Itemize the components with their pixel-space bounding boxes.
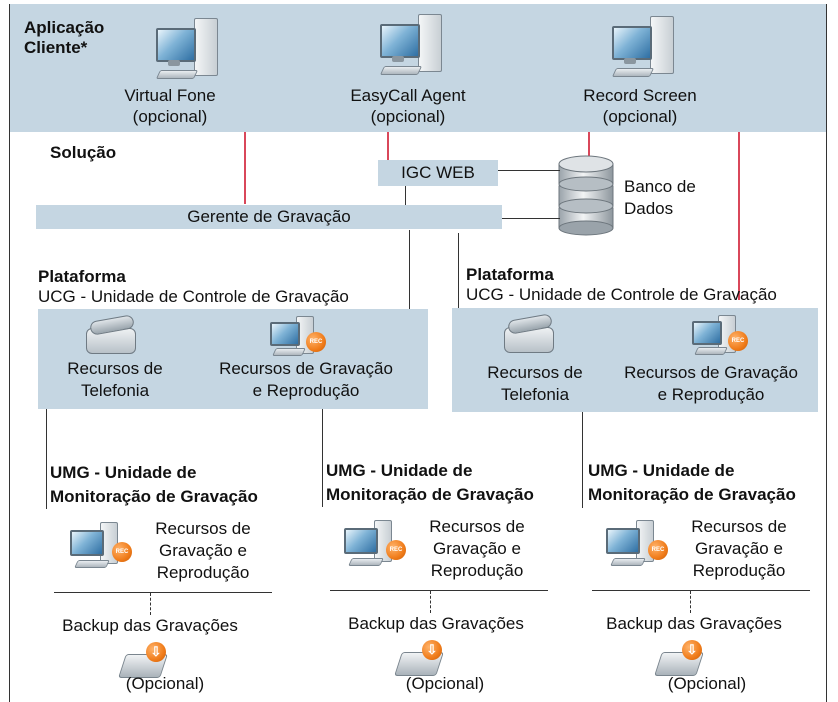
recording-computer-icon: REC: [340, 518, 410, 568]
client-title: Aplicação Cliente*: [24, 18, 105, 57]
client-app-name: EasyCall Agent: [350, 86, 466, 105]
connector-line: [244, 132, 246, 204]
database-icon: [556, 152, 616, 236]
client-app-name: Virtual Fone: [124, 86, 216, 105]
page-border: [826, 4, 827, 702]
recording-resources-label: Recursos de Gravação e Reprodução: [624, 363, 798, 404]
platform-subtitle: UCG - Unidade de Controle de Gravação: [466, 285, 777, 304]
umg-resources-label: Recursos de Gravação e Reprodução: [155, 519, 251, 582]
umg-resources-label: Recursos de Gravação e Reprodução: [691, 517, 787, 580]
telephony-resources-label: Recursos de Telefonia: [67, 359, 163, 400]
backup-disk-icon: ⇩: [392, 638, 452, 678]
client-app-note: (opcional): [132, 107, 208, 126]
page-border: [9, 4, 10, 702]
connector-line: [46, 409, 47, 509]
connector-line: [430, 591, 431, 613]
solution-title: Solução: [50, 143, 117, 162]
optional-label: (Opcional): [125, 674, 205, 693]
backup-label: Backup das Gravações: [606, 614, 782, 633]
connector-line: [582, 412, 583, 508]
telephony-resources-label: Recursos de Telefonia: [487, 363, 583, 404]
connector-line: [498, 170, 560, 171]
recording-computer-icon: REC: [688, 313, 752, 357]
umg-title: UMG - Unidade de Monitoração de Gravação: [326, 461, 534, 504]
recording-resources-label: Recursos de Gravação e Reprodução: [219, 359, 393, 400]
backup-label: Backup das Gravações: [348, 614, 524, 633]
computer-icon: [150, 16, 220, 86]
backup-label: Backup das Gravações: [62, 616, 238, 635]
connector-line: [322, 409, 323, 507]
connector-line: [458, 233, 459, 310]
computer-icon: [374, 12, 444, 82]
connector-line: [409, 230, 410, 310]
optional-label: (Opcional): [405, 674, 485, 693]
telephone-icon: [502, 313, 558, 353]
umg-title: UMG - Unidade de Monitoração de Gravação: [50, 463, 258, 506]
recording-computer-icon: REC: [266, 314, 330, 358]
recording-manager-label: Gerente de Gravação: [187, 207, 351, 226]
igc-web-label: IGC WEB: [401, 163, 475, 182]
divider: [330, 590, 548, 591]
client-app-name: Record Screen: [583, 86, 697, 105]
client-app-note: (opcional): [602, 107, 678, 126]
backup-disk-icon: ⇩: [652, 638, 712, 678]
umg-title: UMG - Unidade de Monitoração de Gravação: [588, 461, 796, 504]
connector-line: [387, 132, 389, 160]
umg-resources-label: Recursos de Gravação e Reprodução: [429, 517, 525, 580]
computer-icon: [606, 14, 676, 84]
platform-title: Plataforma: [38, 267, 126, 286]
connector-line: [502, 218, 560, 219]
connector-line: [738, 132, 740, 300]
platform-title: Plataforma: [466, 265, 554, 284]
client-app-note: (opcional): [370, 107, 446, 126]
telephone-icon: [84, 314, 140, 354]
database-label: Banco de Dados: [624, 177, 696, 218]
divider: [592, 590, 810, 591]
connector-line: [690, 591, 691, 613]
recording-computer-icon: REC: [66, 520, 136, 570]
backup-disk-icon: ⇩: [116, 640, 176, 680]
connector-line: [405, 186, 406, 205]
optional-label: (Opcional): [667, 674, 747, 693]
recording-manager-bar: [36, 205, 502, 229]
recording-computer-icon: REC: [602, 518, 672, 568]
platform-subtitle: UCG - Unidade de Controle de Gravação: [38, 287, 349, 306]
igc-web-box: [378, 160, 498, 186]
connector-line: [588, 132, 590, 156]
divider: [54, 592, 272, 593]
connector-line: [150, 593, 151, 615]
